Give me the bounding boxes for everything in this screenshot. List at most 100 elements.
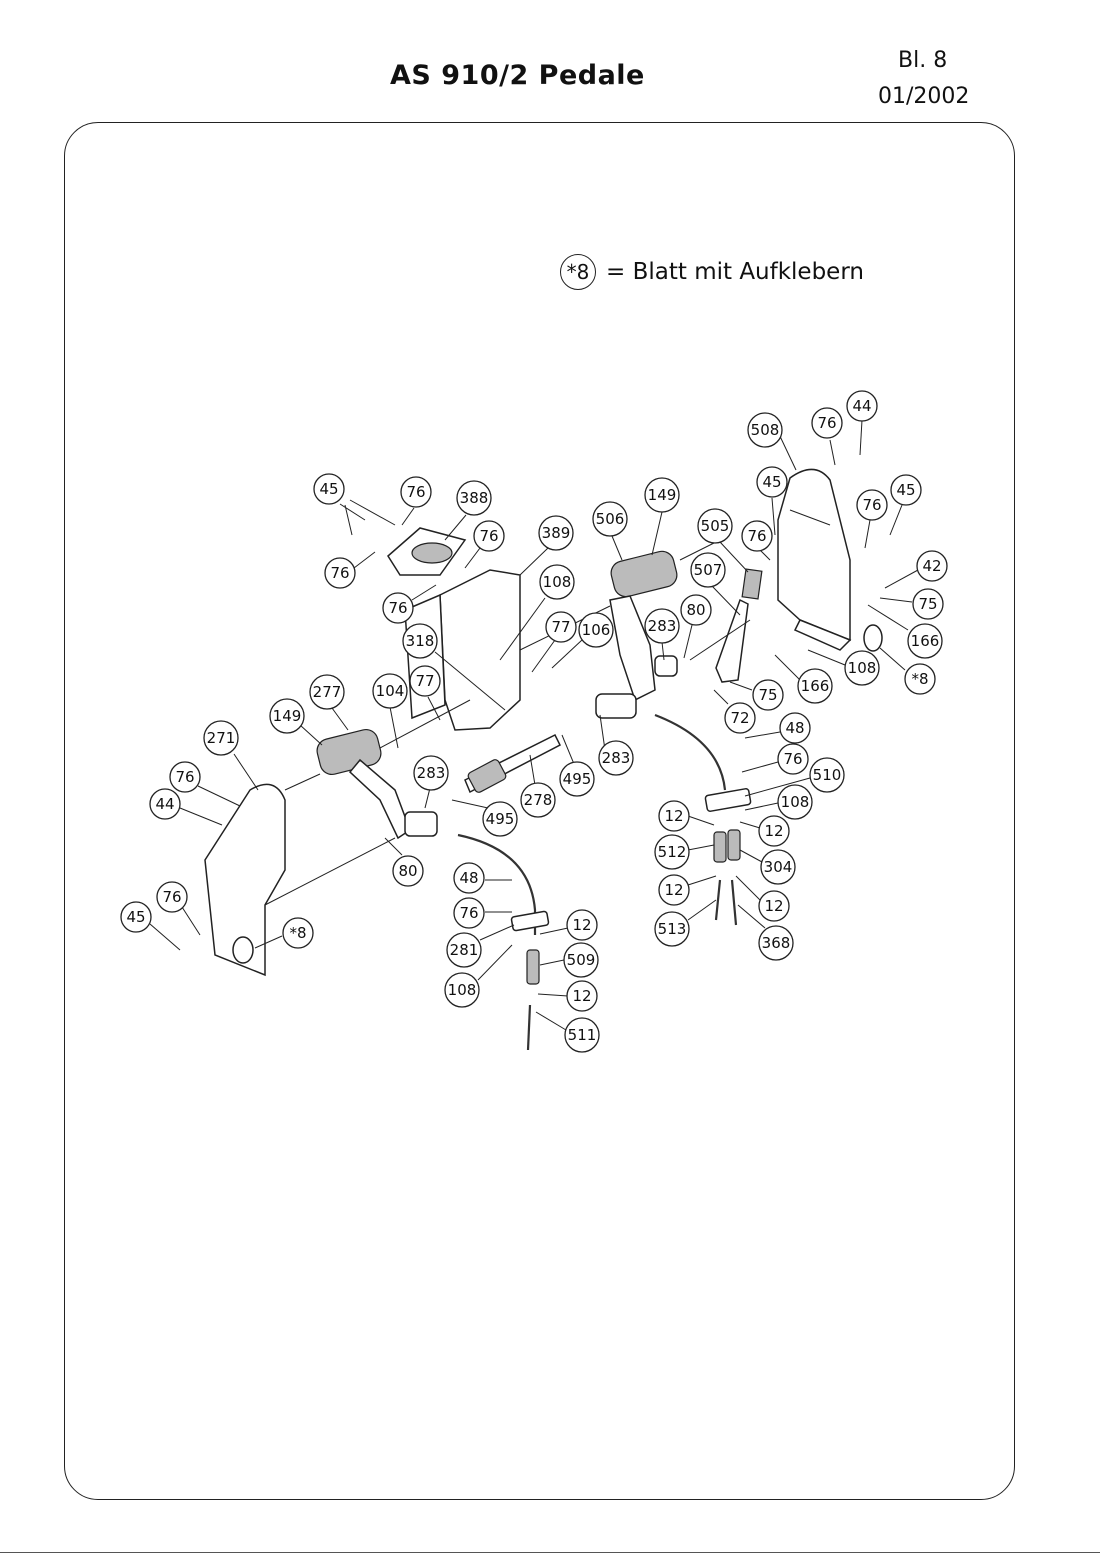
callout-12: 12 — [537, 980, 598, 1012]
callout-76: 76 — [464, 520, 505, 569]
spring-512 — [713, 831, 727, 863]
svg-text:*8: *8 — [289, 924, 306, 942]
callout-12: 12 — [739, 815, 790, 847]
svg-text:76: 76 — [862, 496, 881, 514]
svg-text:166: 166 — [911, 632, 940, 650]
pedal-pad-149-left — [316, 728, 382, 776]
svg-text:76: 76 — [162, 888, 181, 906]
bracket-389 — [439, 569, 521, 731]
callout-44: 44 — [149, 788, 223, 826]
callout-77: 77 — [531, 611, 577, 673]
callout-108: 108 — [499, 564, 575, 661]
svg-text:510: 510 — [813, 766, 842, 784]
bracket-508 — [777, 468, 851, 642]
svg-text:75: 75 — [758, 686, 777, 704]
svg-text:388: 388 — [460, 489, 489, 507]
svg-text:76: 76 — [406, 483, 425, 501]
svg-text:*8: *8 — [911, 670, 928, 688]
callout-76: 76 — [382, 584, 437, 624]
svg-text:108: 108 — [448, 981, 477, 999]
pedal-pad-149-right — [610, 550, 678, 598]
svg-text:45: 45 — [762, 473, 781, 491]
callout-495: 495 — [451, 799, 518, 837]
svg-text:76: 76 — [783, 750, 802, 768]
callout-76: 76 — [856, 489, 888, 549]
bracket-271 — [204, 783, 286, 977]
callout-45: 45 — [889, 474, 922, 536]
svg-text:45: 45 — [896, 481, 915, 499]
callout-80: 80 — [680, 594, 712, 659]
svg-text:12: 12 — [664, 881, 683, 899]
bushing-283-right — [654, 655, 678, 677]
svg-text:76: 76 — [459, 904, 478, 922]
lever-505 — [741, 568, 763, 600]
drawing-frame — [64, 122, 1015, 1500]
callout-149: 149 — [644, 477, 680, 556]
svg-text:104: 104 — [376, 682, 405, 700]
svg-text:76: 76 — [388, 599, 407, 617]
svg-text:513: 513 — [658, 920, 687, 938]
part-outlines — [204, 468, 852, 1051]
svg-text:76: 76 — [817, 414, 836, 432]
svg-text:278: 278 — [524, 791, 553, 809]
callout-76: 76 — [811, 407, 843, 466]
callout-45: 45 — [313, 473, 366, 536]
callout-12: 12 — [539, 909, 598, 941]
svg-text:42: 42 — [922, 557, 941, 575]
callout-368: 368 — [737, 904, 794, 961]
callout-72: 72 — [713, 689, 756, 734]
callout-45: 45 — [120, 901, 181, 951]
callout-75: 75 — [729, 679, 784, 711]
callout-75: 75 — [879, 588, 944, 620]
svg-text:508: 508 — [751, 421, 780, 439]
plate-281 — [510, 910, 550, 932]
svg-text:12: 12 — [664, 807, 683, 825]
legend-text: = Blatt mit Aufklebern — [606, 259, 864, 285]
callout-508: 508 — [747, 412, 797, 471]
callout-sticker-8: *8 — [863, 624, 936, 695]
svg-text:76: 76 — [175, 768, 194, 786]
svg-text:318: 318 — [406, 632, 435, 650]
callout-108: 108 — [444, 944, 513, 1008]
pedal-arm-277 — [348, 758, 411, 840]
sheet-number: Bl. 8 — [898, 48, 948, 73]
callout-77: 77 — [409, 665, 441, 721]
svg-text:48: 48 — [459, 869, 478, 887]
callout-510: 510 — [744, 757, 845, 797]
callout-45: 45 — [756, 466, 788, 536]
callout-80: 80 — [384, 837, 424, 887]
callout-76: 76 — [741, 520, 773, 561]
callout-511: 511 — [535, 1011, 600, 1053]
svg-text:283: 283 — [417, 764, 446, 782]
callout-388: 388 — [444, 480, 492, 541]
callout-76: 76 — [169, 761, 241, 807]
callout-sticker-8: *8 — [254, 917, 314, 949]
callout-166: 166 — [867, 604, 943, 659]
callout-12: 12 — [658, 874, 717, 906]
callout-278: 278 — [520, 754, 556, 818]
callout-104: 104 — [372, 673, 408, 749]
callout-12: 12 — [735, 875, 790, 922]
svg-text:108: 108 — [848, 659, 877, 677]
callout-283: 283 — [413, 755, 449, 809]
svg-text:45: 45 — [126, 908, 145, 926]
callout-48: 48 — [453, 862, 512, 894]
svg-text:149: 149 — [273, 707, 302, 725]
plate-510 — [704, 788, 752, 812]
callout-506: 506 — [592, 501, 628, 561]
svg-text:12: 12 — [764, 822, 783, 840]
svg-text:283: 283 — [602, 749, 631, 767]
callout-277: 277 — [309, 674, 349, 731]
svg-text:277: 277 — [313, 683, 342, 701]
svg-text:75: 75 — [918, 595, 937, 613]
svg-text:45: 45 — [319, 480, 338, 498]
svg-text:76: 76 — [479, 527, 498, 545]
callout-44: 44 — [846, 390, 878, 456]
svg-text:80: 80 — [686, 601, 705, 619]
callout-304: 304 — [739, 849, 796, 885]
spring-509 — [526, 949, 540, 985]
callout-283: 283 — [598, 714, 634, 776]
svg-text:495: 495 — [486, 810, 515, 828]
callout-76: 76 — [400, 476, 432, 526]
callout-507: 507 — [690, 552, 741, 616]
